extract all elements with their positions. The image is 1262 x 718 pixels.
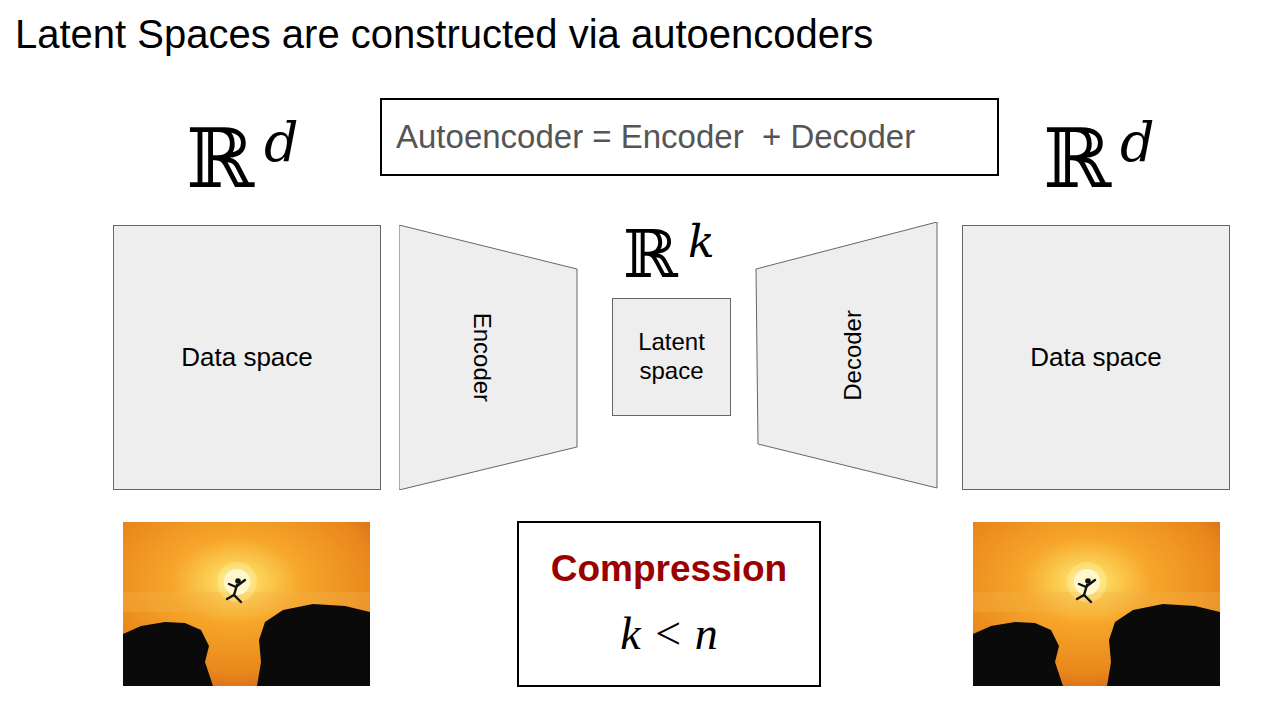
node-label: Data space (181, 342, 313, 373)
node-content: Data space (963, 226, 1229, 489)
node-label: Data space (1030, 342, 1162, 373)
node-content: Latent space (613, 299, 730, 415)
node-content: Encoder (399, 225, 578, 490)
node-formula: k < n (620, 606, 717, 661)
data-space-box: Data space (113, 225, 381, 490)
node-content: Decoder (755, 222, 938, 489)
node-content: Autoencoder = Encoder + Decoder (382, 100, 997, 174)
space-symbol: ℝ (186, 118, 254, 200)
encoder-trapezoid: Encoder (399, 225, 578, 490)
node-label: Encoder (467, 313, 496, 402)
space-symbol: ℝ (1043, 118, 1111, 200)
trapezoid-shape (399, 225, 577, 490)
trapezoid-shape (756, 222, 937, 488)
slide-title: Latent Spaces are constructed via autoen… (15, 14, 873, 54)
dimension-exponent: d (264, 116, 299, 170)
node-label: Decoder (839, 310, 868, 401)
dimension-exponent: k (688, 220, 715, 264)
dimension-exponent: d (1120, 116, 1155, 170)
sunset-photo (973, 522, 1220, 686)
node-label: Compression (551, 547, 787, 591)
node-content: Compression k < n (519, 523, 819, 685)
compression-box: Compression k < n (517, 521, 821, 687)
node-label: Latent space (617, 328, 726, 386)
decoder-trapezoid: Decoder (755, 222, 938, 489)
node-content: Data space (114, 226, 380, 489)
data-space-box: Data space (962, 225, 1230, 490)
title-box: Autoencoder = Encoder + Decoder (380, 98, 999, 176)
sunset-photo (123, 522, 370, 686)
space-symbol: ℝ (623, 222, 678, 288)
latent-space-box: Latent space (612, 298, 731, 416)
node-label: Autoencoder = Encoder + Decoder (396, 117, 915, 157)
